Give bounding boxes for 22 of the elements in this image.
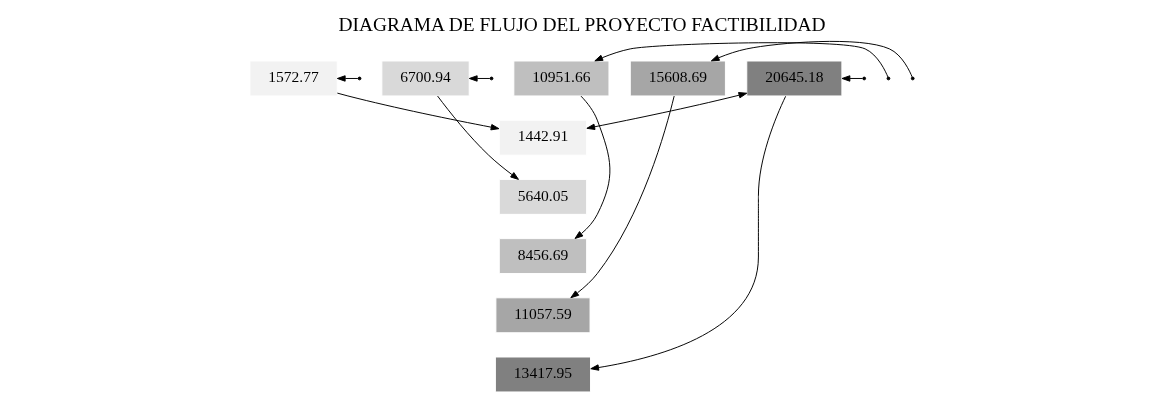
arrow: [593, 42, 888, 78]
node-box: 6700.94: [380, 60, 470, 97]
node-box: 15608.69: [629, 60, 726, 97]
arrow: [589, 95, 786, 371]
node-box: 11057.59: [494, 297, 591, 334]
node-box: 20645.18: [745, 60, 842, 97]
arrow: [336, 75, 358, 82]
arrow: [336, 92, 499, 131]
diagram-title: DIAGRAMA DE FLUJO DEL PROYECTO FACTIBILIDAD: [337, 14, 826, 36]
arrow: [468, 75, 490, 82]
arrow: [710, 40, 913, 78]
arrow: [569, 95, 675, 299]
arrow: [841, 75, 863, 82]
node-box: 1442.91: [498, 119, 587, 156]
node-box: 13417.95: [494, 356, 591, 393]
node-box: 10951.66: [512, 60, 609, 97]
arrow: [436, 95, 519, 180]
arrow: [585, 92, 747, 130]
node-box: 8456.69: [498, 238, 587, 275]
node-box: 1572.77: [248, 60, 338, 97]
node-box: 5640.05: [498, 178, 587, 215]
arrow: [574, 95, 610, 239]
